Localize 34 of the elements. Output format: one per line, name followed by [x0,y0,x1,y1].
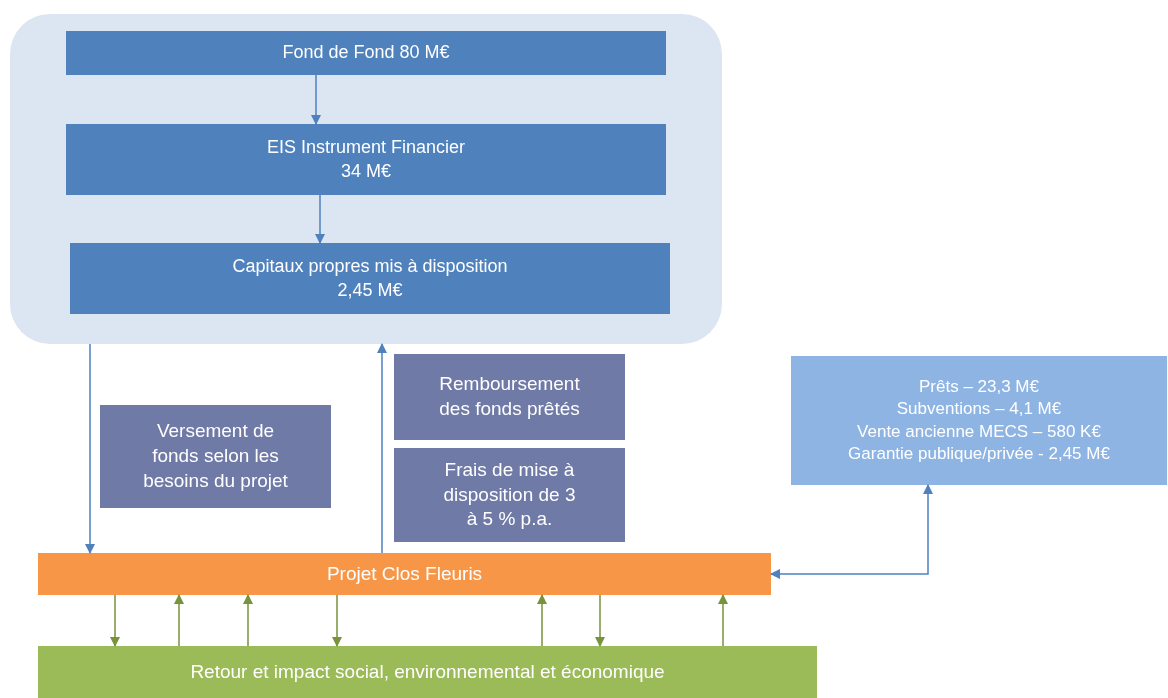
note-box [394,448,625,542]
node-label: Fond de Fond 80 M€ [282,41,450,65]
arrow [242,593,254,647]
arrow [717,593,729,647]
process-box [66,31,666,75]
node-label: Capitaux propres mis à disposition 2,45 M€ [231,255,509,302]
arrow [536,593,548,647]
arrow [173,593,185,647]
node-label: EIS Instrument Financier 34 M€ [265,136,467,183]
node-label: Subventions – 4,1 M€ [896,398,1062,421]
panel-background [10,14,722,344]
process-box [66,124,666,195]
arrow [109,594,121,648]
node-label: Prêts – 23,3 M€ [919,376,1039,399]
node-label: Projet Clos Fleuris [326,561,483,586]
node-label: Versement de fonds selon les besoins du projet [142,419,289,493]
node-label: Retour et impact social, environnemental et économique [190,659,665,684]
node-label: Vente ancienne MECS – 580 K€ [857,420,1101,443]
node-label: Remboursement des fonds prêtés [438,372,581,421]
arrow [331,594,343,648]
arrow [594,594,606,648]
arrow [310,74,322,126]
process-box [70,243,670,314]
project-bar [38,553,771,595]
node-label: Garantie publique/privée - 2,45 M€ [848,442,1110,465]
note-box [100,405,331,508]
note-box [394,354,625,440]
node-label: Frais de mise à disposition de 3 à 5 % p.a. [442,457,577,532]
arrow [769,483,934,580]
funding-box [791,356,1167,485]
impact-bar [38,646,817,698]
arrow [84,343,96,555]
arrow [376,342,388,554]
arrow [314,194,326,245]
